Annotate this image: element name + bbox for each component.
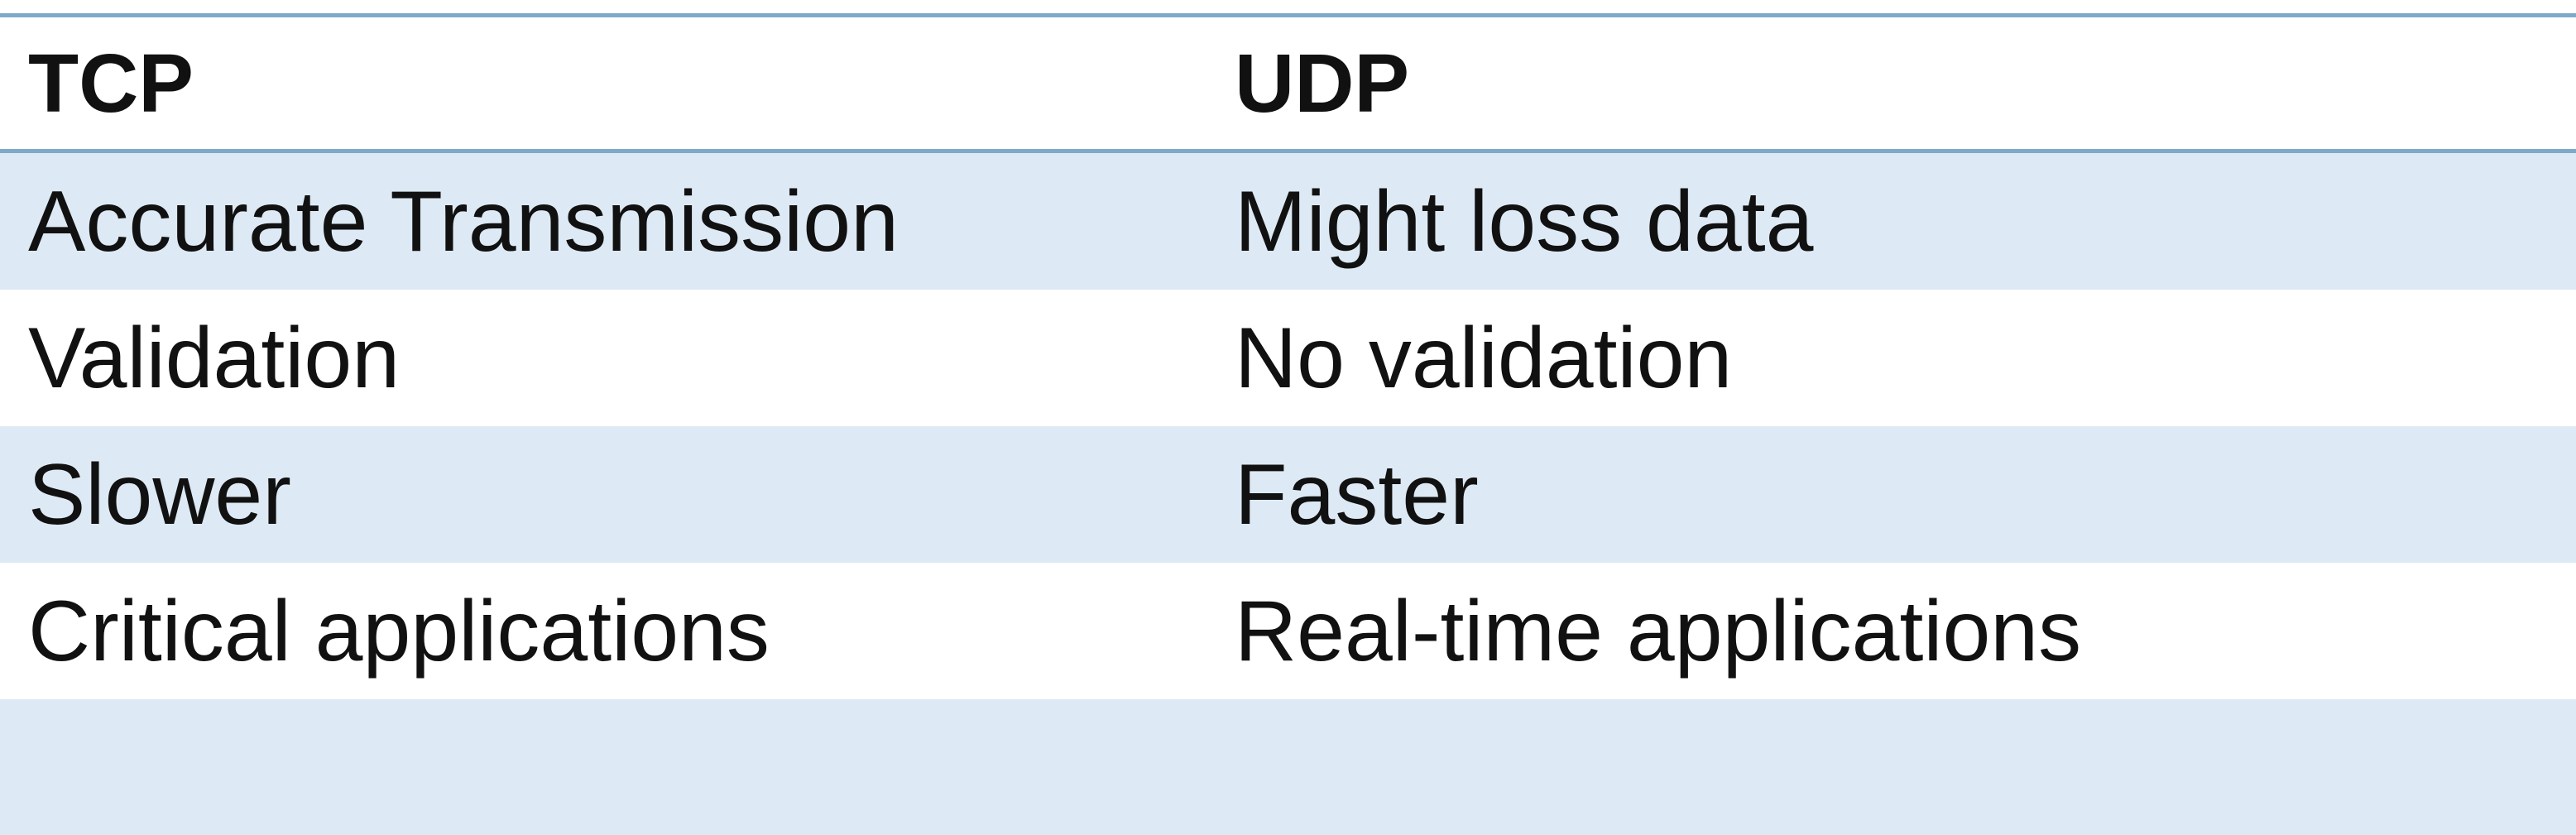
- table-cell-udp: Real-time applications: [1210, 563, 2576, 699]
- table-header-row: TCP UDP: [0, 15, 2576, 153]
- table-cell-tcp: Accurate Transmission: [0, 151, 1210, 290]
- table-row: Validation No validation: [0, 290, 2576, 426]
- table-cell-udp: [1210, 699, 2576, 835]
- table-cell-udp: Faster: [1210, 426, 2576, 563]
- table-row: Slower Faster: [0, 426, 2576, 563]
- table-cell-udp: Might loss data: [1210, 151, 2576, 290]
- table-cell-tcp: Validation: [0, 290, 1210, 426]
- header-cell-udp: UDP: [1210, 15, 2576, 153]
- table-row: Accurate Transmission Might loss data: [0, 151, 2576, 290]
- table-cell-tcp: Critical applications: [0, 563, 1210, 699]
- table-row-empty: [0, 699, 2576, 835]
- header-cell-tcp: TCP: [0, 15, 1210, 153]
- table-cell-tcp: Slower: [0, 426, 1210, 563]
- table-row: Critical applications Real-time applicat…: [0, 563, 2576, 699]
- comparison-table-container: TCP UDP Accurate Transmission Might loss…: [0, 13, 2576, 835]
- table-cell-tcp: [0, 699, 1210, 835]
- tcp-udp-comparison-table: TCP UDP Accurate Transmission Might loss…: [0, 13, 2576, 835]
- table-cell-udp: No validation: [1210, 290, 2576, 426]
